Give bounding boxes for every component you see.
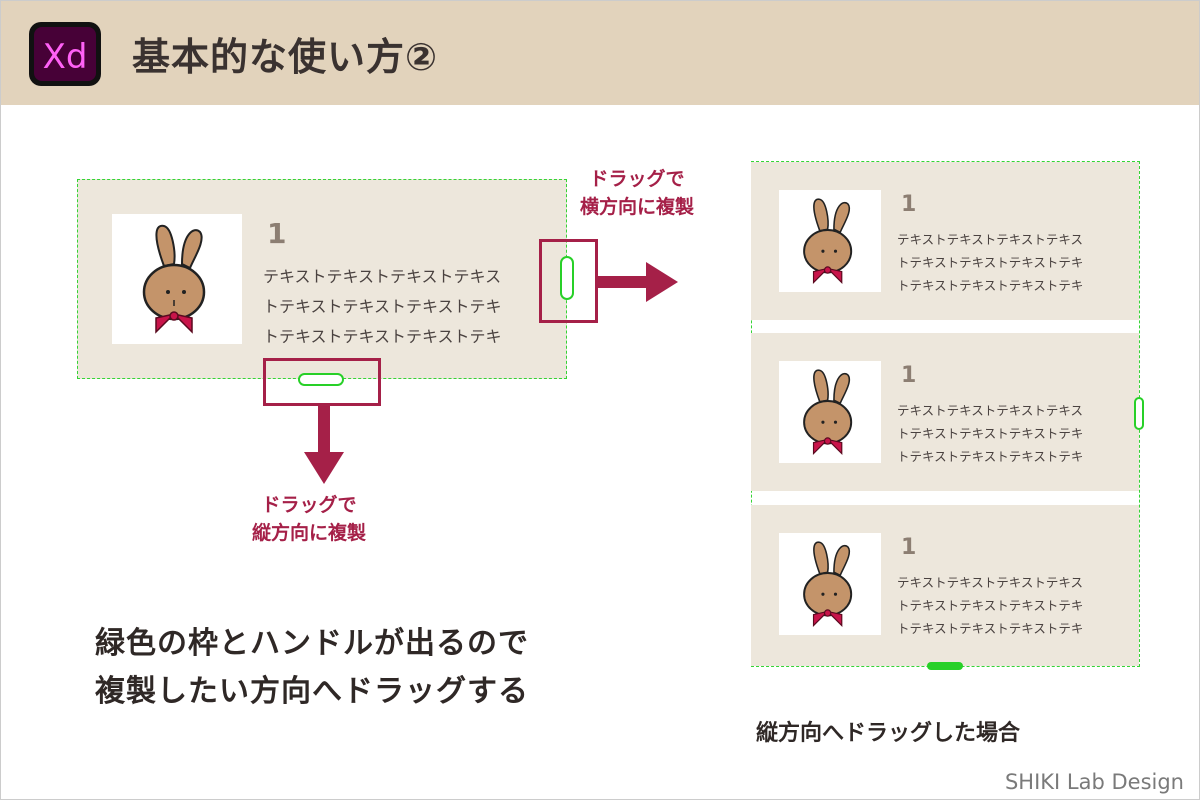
result-caption: 縦方向へドラッグした場合 xyxy=(756,721,1021,746)
explanation-line: 複製したい方向へドラッグする xyxy=(95,674,529,709)
card-text: テキストテキストテキストテキス トテキストテキストテキストテキ トテキストテキス… xyxy=(897,399,1083,468)
credit-text: SHIKI Lab Design xyxy=(1004,770,1184,794)
label-line: 横方向に複製 xyxy=(580,195,695,218)
card-text-line: テキストテキストテキストテキス xyxy=(897,575,1084,590)
right-drag-handle[interactable] xyxy=(560,256,574,300)
rabbit-image xyxy=(779,190,881,292)
card-text-line: トテキストテキストテキストテキ xyxy=(897,449,1084,464)
card-number: 1 xyxy=(901,535,917,560)
card-text: テキストテキストテキストテキス トテキストテキストテキストテキ トテキストテキス… xyxy=(897,228,1083,297)
horizontal-duplicate-label: ドラッグで 横方向に複製 xyxy=(580,166,694,221)
rabbit-image xyxy=(779,533,881,635)
card-number: 1 xyxy=(901,363,917,388)
adobe-xd-logo-icon: Xd xyxy=(25,18,105,90)
bottom-drag-handle-active[interactable] xyxy=(927,662,963,670)
card-text-line: テキストテキストテキストテキス xyxy=(897,403,1084,418)
card-text-line: トテキストテキストテキストテキ xyxy=(897,598,1084,613)
bottom-drag-handle[interactable] xyxy=(298,373,344,386)
page-title: 基本的な使い方② xyxy=(132,35,439,79)
source-card[interactable]: 1 テキストテキストテキストテキス トテキストテキストテキストテキ トテキストテ… xyxy=(77,179,567,379)
label-line: ドラッグで xyxy=(261,494,357,516)
result-card[interactable]: 1 テキストテキストテキストテキス トテキストテキストテキストテキ トテキストテ… xyxy=(751,333,1139,491)
card-text-line: トテキストテキストテキストテキ xyxy=(263,297,502,316)
rabbit-image xyxy=(779,361,881,463)
arrow-down-icon xyxy=(304,404,344,484)
result-card[interactable]: 1 テキストテキストテキストテキス トテキストテキストテキストテキ トテキストテ… xyxy=(751,505,1139,666)
card-text-line: トテキストテキストテキストテキ xyxy=(897,426,1084,441)
card-text-line: トテキストテキストテキストテキ xyxy=(897,255,1084,270)
arrow-right-icon xyxy=(596,262,678,302)
card-text: テキストテキストテキストテキス トテキストテキストテキストテキ トテキストテキス… xyxy=(263,262,502,352)
card-text-line: トテキストテキストテキストテキ xyxy=(897,621,1084,636)
result-card[interactable]: 1 テキストテキストテキストテキス トテキストテキストテキストテキ トテキストテ… xyxy=(751,162,1139,320)
label-line: 縦方向に複製 xyxy=(252,521,367,544)
header-bar: Xd 基本的な使い方② xyxy=(0,0,1200,105)
right-drag-handle[interactable] xyxy=(1134,397,1144,430)
card-text-line: トテキストテキストテキストテキ xyxy=(897,278,1084,293)
card-text-line: テキストテキストテキストテキス xyxy=(263,267,502,286)
vertical-duplicate-label: ドラッグで 縦方向に複製 xyxy=(252,492,366,547)
explanation-text: 緑色の枠とハンドルが出るので 複製したい方向へドラッグする xyxy=(95,620,529,716)
label-line: ドラッグで xyxy=(589,168,685,190)
rabbit-image xyxy=(112,214,242,344)
card-text-line: トテキストテキストテキストテキ xyxy=(263,327,502,346)
repeat-grid-frame xyxy=(77,179,567,379)
svg-text:Xd: Xd xyxy=(43,37,88,77)
card-text-line: テキストテキストテキストテキス xyxy=(897,232,1084,247)
card-number: 1 xyxy=(901,192,917,217)
explanation-line: 緑色の枠とハンドルが出るので xyxy=(95,626,529,661)
card-text: テキストテキストテキストテキス トテキストテキストテキストテキ トテキストテキス… xyxy=(897,571,1083,640)
card-number: 1 xyxy=(267,217,287,250)
